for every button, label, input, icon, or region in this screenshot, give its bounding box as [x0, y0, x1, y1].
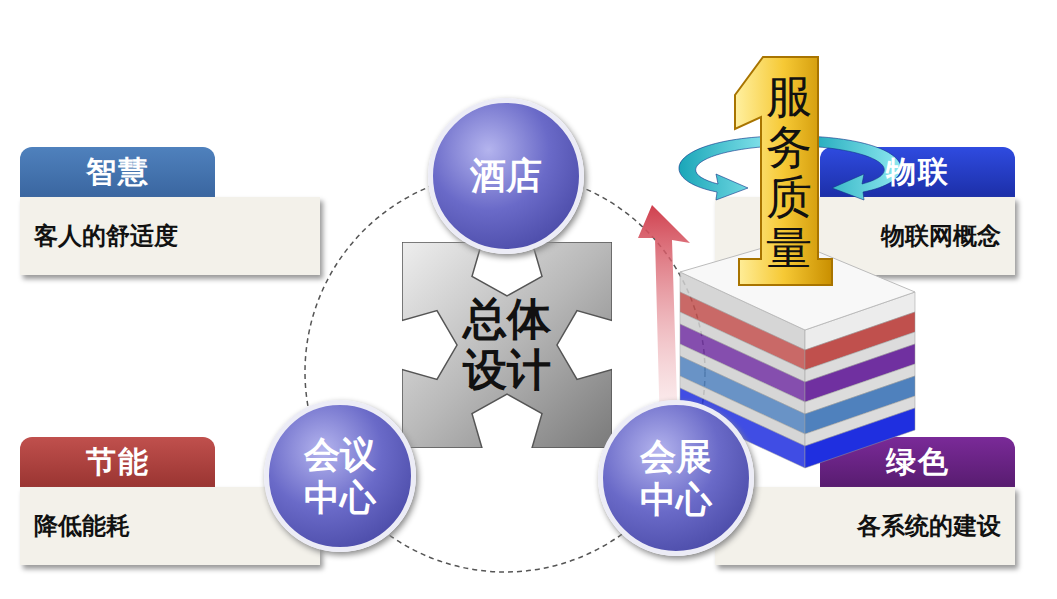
- card-body: 各系统的建设: [715, 487, 1015, 565]
- slab-side: [680, 324, 805, 402]
- up-arrow: [638, 205, 690, 432]
- venue-circle: 会议中心: [264, 400, 416, 552]
- card-text: 物联网概念: [881, 220, 1001, 252]
- slab-front: [805, 344, 915, 402]
- venue-circle: 酒店: [428, 98, 584, 254]
- card-body: 客人的舒适度: [20, 197, 320, 275]
- center-label: 总体设计: [461, 294, 553, 395]
- label-card: 智慧客人的舒适度: [20, 147, 320, 275]
- slab-front: [805, 364, 915, 414]
- slab-front: [805, 292, 915, 350]
- venue-circle: 会展中心: [598, 400, 754, 556]
- card-tab: 物联: [820, 147, 1015, 197]
- card-heading: 物联: [886, 152, 950, 193]
- slab-side: [680, 312, 805, 382]
- four-way-arrow: 总体设计: [402, 242, 612, 448]
- number-one-badge: 服务质量: [733, 55, 833, 287]
- card-text: 各系统的建设: [857, 510, 1001, 542]
- card-tab: 智慧: [20, 147, 215, 197]
- card-tab: 节能: [20, 437, 215, 487]
- vertical-label: 服务质量: [766, 71, 812, 273]
- card-tab: 绿色: [820, 437, 1015, 487]
- slab-front: [805, 312, 915, 370]
- slab-front: [805, 332, 915, 382]
- circle-label: 酒店: [468, 154, 544, 197]
- circle-label: 会议中心: [302, 433, 378, 519]
- card-text: 客人的舒适度: [34, 220, 178, 252]
- card-text: 降低能耗: [34, 510, 130, 542]
- circle-label: 会展中心: [638, 435, 714, 521]
- label-card: 绿色各系统的建设: [715, 437, 1015, 565]
- card-heading: 绿色: [886, 442, 950, 483]
- slab-front: [805, 376, 915, 434]
- card-heading: 智慧: [86, 152, 150, 193]
- slab-side: [680, 292, 805, 370]
- card-heading: 节能: [86, 442, 150, 483]
